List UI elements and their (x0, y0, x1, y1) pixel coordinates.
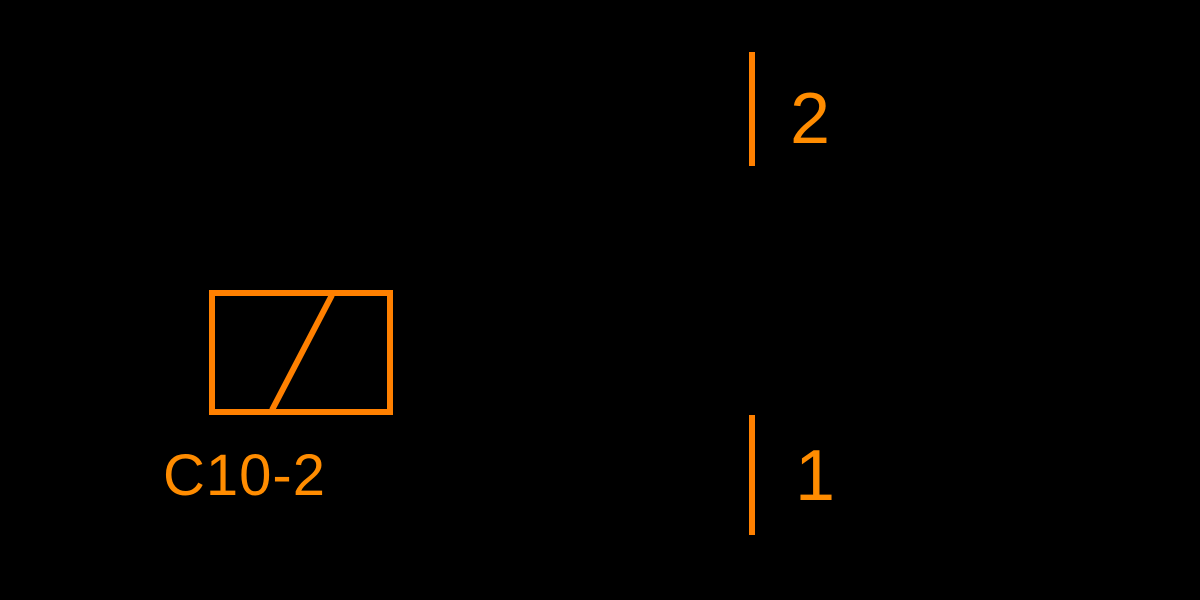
contact-symbol: 2 1 (749, 52, 835, 535)
coil-rectangle (209, 290, 393, 415)
coil-label: C10-2 (163, 443, 326, 508)
contact-pin-label-top: 2 (790, 79, 830, 159)
coil-symbol: C10-2 (163, 290, 393, 508)
contact-pin-label-bottom: 1 (795, 436, 835, 516)
coil-diagonal-slash (269, 293, 335, 412)
